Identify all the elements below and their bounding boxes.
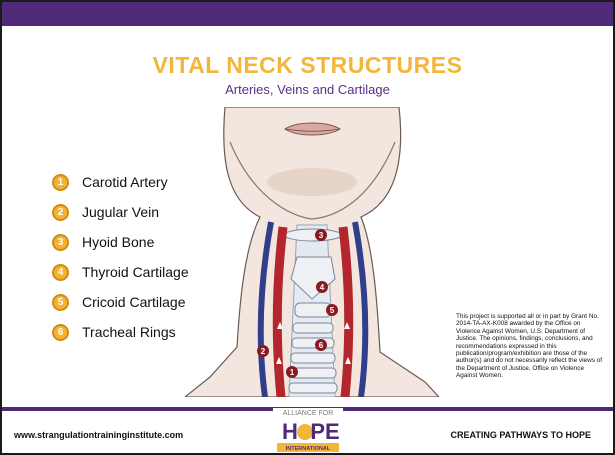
tracheal-ring [291, 353, 335, 363]
marker-6-label: 6 [319, 341, 324, 350]
marker-2-label: 2 [261, 347, 266, 356]
marker-1-label: 1 [290, 368, 295, 377]
legend-label: Thyroid Cartilage [82, 264, 189, 280]
neck-anatomy-illustration: 1 2 3 4 5 6 [185, 107, 439, 397]
marker-3-label: 3 [319, 231, 324, 240]
cricoid-cartilage [295, 303, 331, 317]
number-badge-icon: 4 [52, 264, 69, 281]
logo-word-right: PE [310, 419, 339, 444]
slide-subtitle: Arteries, Veins and Cartilage [2, 82, 613, 97]
legend-label: Jugular Vein [82, 204, 159, 220]
website-url[interactable]: www.strangulationtraininginstitute.com [14, 430, 183, 440]
number-badge-icon: 1 [52, 174, 69, 191]
legend-label: Cricoid Cartilage [82, 294, 185, 310]
legend-label: Hyoid Bone [82, 234, 154, 250]
number-badge-icon: 5 [52, 294, 69, 311]
grant-disclaimer: This project is supported all or in part… [456, 313, 606, 380]
slide-title: VITAL NECK STRUCTURES [2, 52, 613, 79]
logo-bottom-text: INTERNATIONAL [286, 446, 331, 452]
tracheal-ring [293, 323, 333, 333]
tracheal-ring [292, 338, 334, 348]
legend-label: Tracheal Rings [82, 324, 176, 340]
legend-label: Carotid Artery [82, 174, 168, 190]
logo-word-left: H [282, 419, 298, 444]
alliance-for-hope-logo: ALLIANCE FOR H PE INTERNATIONAL [273, 408, 343, 453]
header-bar [2, 2, 613, 26]
tracheal-ring [289, 383, 337, 393]
number-badge-icon: 6 [52, 324, 69, 341]
chin-shadow [267, 168, 357, 196]
logo-top-text: ALLIANCE FOR [283, 410, 334, 417]
tagline: CREATING PATHWAYS TO HOPE [450, 430, 591, 440]
number-badge-icon: 2 [52, 204, 69, 221]
marker-4-label: 4 [320, 283, 325, 292]
number-badge-icon: 3 [52, 234, 69, 251]
marker-5-label: 5 [330, 306, 335, 315]
